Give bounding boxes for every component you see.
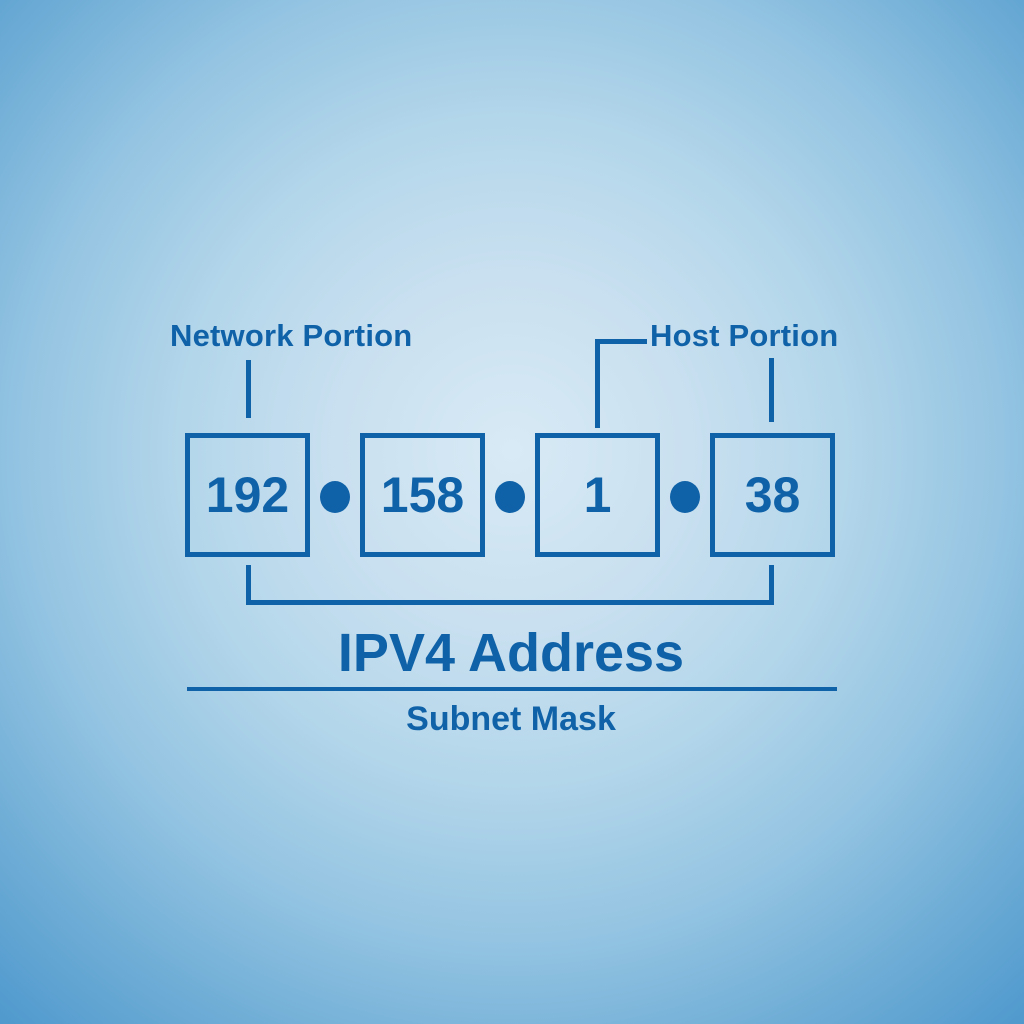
octet-box-1: 192 (185, 433, 310, 557)
octet-value-2: 158 (380, 467, 465, 523)
bracket-right-stub (769, 565, 774, 605)
host-portion-elbow-vertical-line (595, 339, 600, 428)
subnet-mask-label: Subnet Mask (406, 700, 616, 738)
octet-separator-dot (670, 481, 700, 513)
octet-value-3: 1 (583, 467, 612, 523)
octet-box-4: 38 (710, 433, 835, 557)
octet-separator-dot (320, 481, 350, 513)
octet-box-3: 1 (535, 433, 660, 557)
ipv4-address-title: IPV4 Address (337, 623, 685, 683)
octet-value-4: 38 (744, 467, 801, 523)
bracket-horizontal-line (246, 600, 774, 605)
octet-separator-dot (495, 481, 525, 513)
octet-value-1: 192 (205, 467, 290, 523)
network-portion-connector-line (246, 360, 251, 418)
host-portion-elbow-horizontal-line (595, 339, 647, 344)
network-portion-label: Network Portion (170, 318, 413, 353)
bracket-left-stub (246, 565, 251, 605)
fraction-divider-line (187, 687, 837, 691)
host-portion-connector-line (769, 358, 774, 422)
host-portion-label: Host Portion (650, 318, 839, 353)
octet-box-2: 158 (360, 433, 485, 557)
